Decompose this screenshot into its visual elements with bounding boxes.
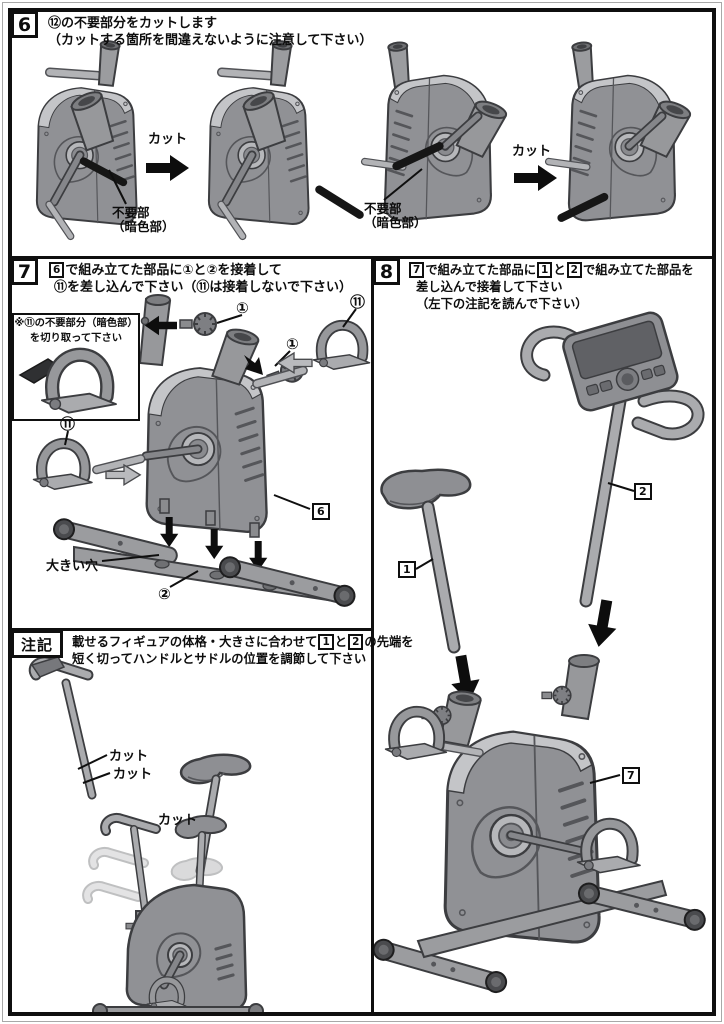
step7-ref-step6: 6 (49, 262, 65, 278)
assembled-bike-figure (374, 654, 708, 996)
cut-label-1: カット (148, 132, 188, 147)
note-title-box: 注記 (11, 630, 63, 658)
step8-number-box: 8 (373, 258, 400, 285)
step8-ref-part2: 2 (566, 262, 582, 278)
ref7-body-label: 7 (622, 767, 640, 784)
step7-number-box: 7 (11, 258, 38, 285)
ref6-body-label: 6 (312, 503, 330, 520)
saddle-post-figure (380, 468, 472, 654)
step7-note-line2: を切り取って下さい (29, 332, 123, 344)
cut-handle-label-2: カット (113, 767, 153, 782)
big-hole-label: 大きい穴 (46, 559, 99, 574)
note-ref-part1: 1 (318, 634, 334, 650)
side-bike-figure (82, 813, 264, 1012)
fig-d-bike-right-view-cut (544, 40, 694, 224)
fig-c-bike-right-view (360, 40, 510, 222)
part2-post-label: 2 (634, 483, 652, 500)
step6-illustration (35, 39, 694, 242)
step8-instruction-line2: 差し込んで接着して下さい (416, 280, 563, 294)
handlebar-console-figure (520, 311, 705, 608)
cut-label-2: カット (512, 144, 552, 159)
part1-label-side: ① (286, 335, 299, 353)
part2-label: ② (158, 585, 171, 603)
step7-note-line1: ※⑪の不要部分（暗色部） (14, 317, 138, 329)
step8-ref-step7: 7 (409, 262, 425, 278)
step6-number-box: 6 (11, 11, 38, 38)
fig-a-bike-left-view (35, 39, 138, 242)
note-illustration (28, 656, 264, 1012)
cut-handle-label-1: カット (109, 749, 149, 764)
pedal-dark-part-illustration (18, 345, 137, 417)
panel-step-6: 6 ⑫の不要部分をカットします （カットする箇所を間違えないように注意して下さい… (11, 11, 712, 259)
step8-instruction-line3: （左下の注記を読んで下さい） (416, 297, 588, 311)
handle-socket (210, 324, 261, 388)
handle-post-figure (28, 656, 97, 800)
note-ref-part2: 2 (348, 634, 364, 650)
fig-b-bike-left-view-cut (207, 39, 366, 242)
step7-instruction-line2: ⑪を差し込んで下さい（⑪は接着しないで下さい） (54, 280, 352, 295)
step8-illustration (374, 311, 708, 996)
part1-post-label: 1 (398, 561, 416, 578)
step7-note-box: ※⑪の不要部分（暗色部） を切り取って下さい (12, 313, 140, 421)
part11-label-right: ⑪ (350, 293, 366, 311)
unneeded-part-label-a: 不要部 （暗色部） (112, 205, 175, 234)
page-frame: 6 ⑫の不要部分をカットします （カットする箇所を間違えないように注意して下さい… (8, 8, 716, 1016)
knob-part1-top (179, 312, 217, 336)
step8-ref-part1: 1 (537, 262, 553, 278)
step6-instruction-line1: ⑫の不要部分をカットします (48, 16, 218, 31)
pedal-left (34, 444, 93, 490)
part11-label-left: ⑪ (60, 415, 76, 433)
step6-instruction-line2: （カットする箇所を間違えないように注意して下さい） (48, 33, 373, 48)
base-frame (50, 516, 358, 609)
part1-label-top: ① (236, 299, 249, 317)
note-line2: 短く切ってハンドルとサドルの位置を調節して下さい (72, 652, 367, 666)
step7-illustration (12, 294, 374, 609)
unneeded-part-label-c: 不要部 （暗色部） (364, 201, 427, 230)
pedal-right (313, 325, 369, 369)
cut-saddle-label: カット (158, 813, 198, 828)
